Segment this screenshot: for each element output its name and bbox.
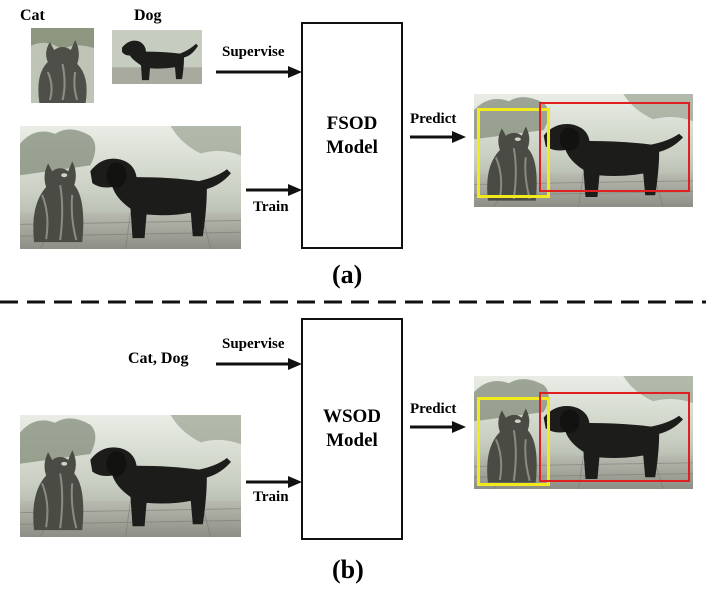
dog-detection-box-a bbox=[539, 102, 690, 192]
cat-detection-box-b bbox=[477, 397, 550, 486]
caption-b: (b) bbox=[332, 555, 364, 584]
cat-dog-photo-train-a bbox=[20, 126, 241, 249]
arrow-right-icon bbox=[216, 66, 302, 78]
model-word-a: Model bbox=[326, 136, 378, 158]
wsod-model-box: WSOD Model bbox=[301, 318, 403, 540]
dog-photo bbox=[112, 30, 202, 84]
model-name-a: FSOD bbox=[326, 112, 378, 134]
arrow-right-icon bbox=[246, 476, 302, 488]
model-name-b: WSOD bbox=[322, 406, 382, 428]
train-label-b: Train bbox=[253, 489, 289, 505]
fsod-model-box: FSOD Model bbox=[301, 22, 403, 249]
supervise-label-b: Supervise bbox=[222, 336, 285, 352]
cat-dog-photo-train-b bbox=[20, 415, 241, 537]
arrow-right-icon bbox=[246, 184, 302, 196]
cat-label: Cat bbox=[20, 7, 45, 24]
predict-label-b: Predict bbox=[410, 401, 457, 417]
supervise-label-a: Supervise bbox=[222, 44, 285, 60]
train-label-a: Train bbox=[253, 199, 289, 215]
dog-detection-box-b bbox=[539, 392, 690, 482]
predict-label-a: Predict bbox=[410, 111, 457, 127]
dog-label: Dog bbox=[134, 7, 162, 24]
arrow-right-icon bbox=[216, 358, 302, 370]
class-labels-b: Cat, Dog bbox=[128, 350, 189, 367]
caption-a: (a) bbox=[332, 260, 363, 289]
arrow-right-icon bbox=[410, 421, 466, 433]
dashed-divider bbox=[0, 300, 706, 304]
cat-photo bbox=[31, 28, 94, 103]
model-word-b: Model bbox=[326, 430, 378, 451]
arrow-right-icon bbox=[410, 131, 466, 143]
cat-detection-box-a bbox=[477, 108, 550, 198]
